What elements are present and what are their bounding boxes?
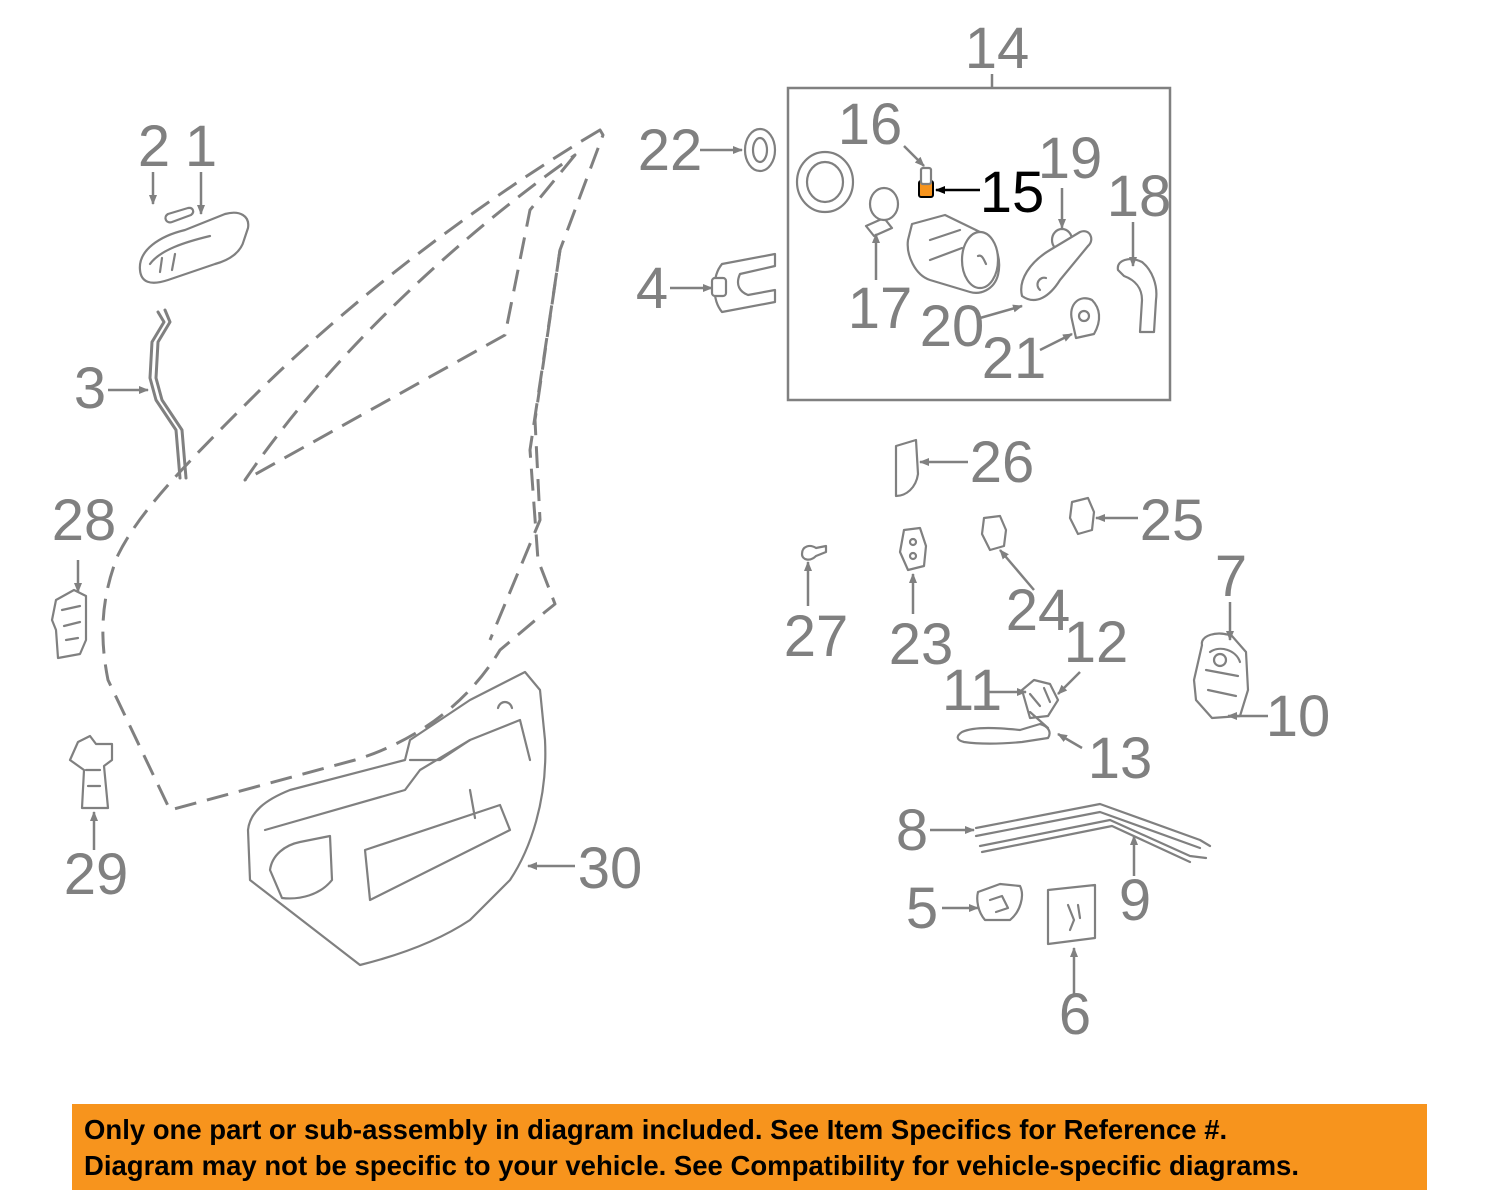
callout-20: 20 bbox=[920, 294, 985, 359]
part-22-washer bbox=[743, 127, 777, 173]
callout-12: 12 bbox=[1064, 610, 1129, 675]
part-retainer bbox=[868, 186, 900, 222]
callout-8: 8 bbox=[896, 798, 928, 863]
callout-labels: 1 2 3 4 5 6 7 8 9 10 11 12 13 14 15 16 1… bbox=[52, 16, 1331, 1047]
callout-6: 6 bbox=[1059, 982, 1091, 1047]
callout-10: 10 bbox=[1266, 684, 1331, 749]
door-outline bbox=[101, 128, 605, 812]
part-18-tube bbox=[1116, 258, 1158, 334]
part-6-pad bbox=[1046, 883, 1097, 946]
callout-19: 19 bbox=[1038, 126, 1103, 191]
part-20-lever bbox=[1020, 230, 1093, 302]
callout-15-highlighted: 15 bbox=[980, 160, 1045, 225]
part-21-cam bbox=[1070, 297, 1101, 340]
callout-30: 30 bbox=[578, 836, 643, 901]
part-23-plate bbox=[898, 526, 928, 572]
part-7-latch bbox=[1192, 632, 1250, 720]
callout-3: 3 bbox=[74, 356, 106, 421]
callout-9: 9 bbox=[1119, 868, 1151, 933]
callout-4: 4 bbox=[636, 256, 668, 321]
leader-arrows bbox=[74, 74, 1268, 994]
callout-5: 5 bbox=[906, 876, 938, 941]
part-14-lock-kit-box bbox=[786, 86, 1172, 402]
disclaimer-banner: Only one part or sub-assembly in diagram… bbox=[72, 1104, 1427, 1190]
part-3-rod bbox=[148, 308, 188, 480]
part-16-pin bbox=[919, 166, 933, 186]
callout-22: 22 bbox=[638, 118, 703, 183]
callout-23: 23 bbox=[889, 612, 954, 677]
disclaimer-line-2: Diagram may not be specific to your vehi… bbox=[84, 1150, 1299, 1181]
callout-24: 24 bbox=[1006, 578, 1071, 643]
part-4-bracket bbox=[710, 252, 777, 314]
callout-27: 27 bbox=[784, 604, 849, 669]
part-27-screw bbox=[800, 544, 828, 561]
part-29-bracket bbox=[68, 734, 114, 810]
callout-26: 26 bbox=[970, 430, 1035, 495]
part-26-pad bbox=[894, 438, 920, 498]
callout-2: 2 bbox=[138, 114, 170, 179]
part-28-bracket bbox=[50, 588, 88, 660]
callout-25: 25 bbox=[1140, 488, 1205, 553]
callout-16: 16 bbox=[838, 92, 903, 157]
disclaimer-line-1: Only one part or sub-assembly in diagram… bbox=[84, 1114, 1228, 1145]
part-17-clip bbox=[864, 216, 894, 238]
callout-13: 13 bbox=[1088, 726, 1153, 791]
part-cap bbox=[795, 150, 855, 214]
part-lock-cylinder bbox=[906, 213, 1001, 294]
callout-21: 21 bbox=[982, 326, 1047, 391]
part-11-13-actuator bbox=[956, 678, 1060, 745]
callout-29: 29 bbox=[64, 842, 129, 907]
part-2-clip bbox=[164, 206, 195, 224]
callout-18: 18 bbox=[1107, 164, 1172, 229]
callout-11: 11 bbox=[942, 658, 1002, 723]
callout-17: 17 bbox=[848, 276, 913, 341]
callout-28: 28 bbox=[52, 488, 117, 553]
callout-1: 1 bbox=[185, 114, 217, 179]
part-5-clip bbox=[976, 882, 1024, 922]
part-1-outside-handle bbox=[138, 211, 250, 284]
part-25-plate bbox=[1068, 496, 1096, 536]
part-8-9-rods bbox=[974, 802, 1212, 864]
part-30-trim-panel bbox=[246, 670, 547, 967]
callout-7: 7 bbox=[1215, 544, 1247, 609]
part-24-plate bbox=[980, 514, 1008, 552]
callout-14: 14 bbox=[965, 16, 1030, 81]
